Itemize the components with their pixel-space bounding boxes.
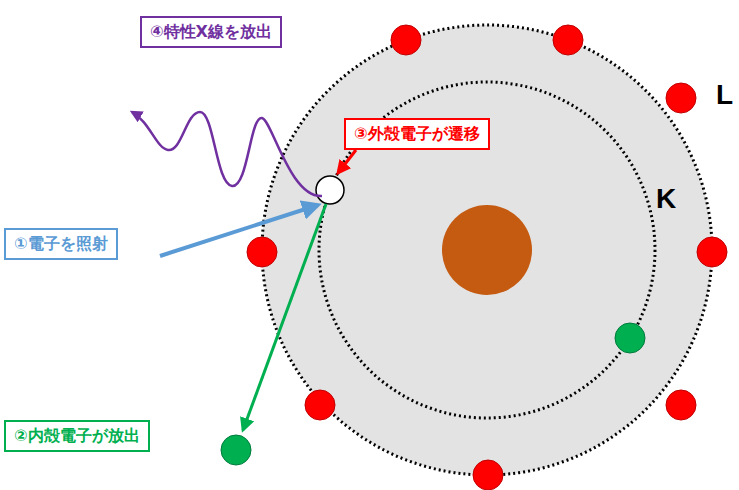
emission-arrow (243, 204, 326, 430)
transition-box: ③外殻電子が遷移 (344, 118, 490, 150)
ejected-electron (221, 435, 251, 465)
ejection-box: ②内殻電子が放出 (4, 420, 150, 452)
xray-wave (132, 112, 322, 196)
transition-arrow (338, 150, 356, 173)
shell-label: L (716, 80, 733, 110)
l-shell (262, 25, 712, 475)
inner-electron (615, 323, 645, 353)
k-shell (319, 82, 655, 418)
box-text: ④特性X線を放出 (150, 22, 272, 42)
irradiation-box: ①電子を照射 (4, 228, 118, 260)
vacancy (316, 176, 344, 204)
shell-label: K (656, 184, 676, 214)
incident-arrow (160, 205, 318, 256)
outer-electrons (247, 25, 727, 490)
box-text: ①電子を照射 (14, 234, 108, 254)
box-text: ③外殻電子が遷移 (354, 124, 480, 144)
box-text: ②内殻電子が放出 (14, 426, 140, 446)
nucleus (442, 205, 532, 295)
emission-box: ④特性X線を放出 (140, 16, 282, 48)
